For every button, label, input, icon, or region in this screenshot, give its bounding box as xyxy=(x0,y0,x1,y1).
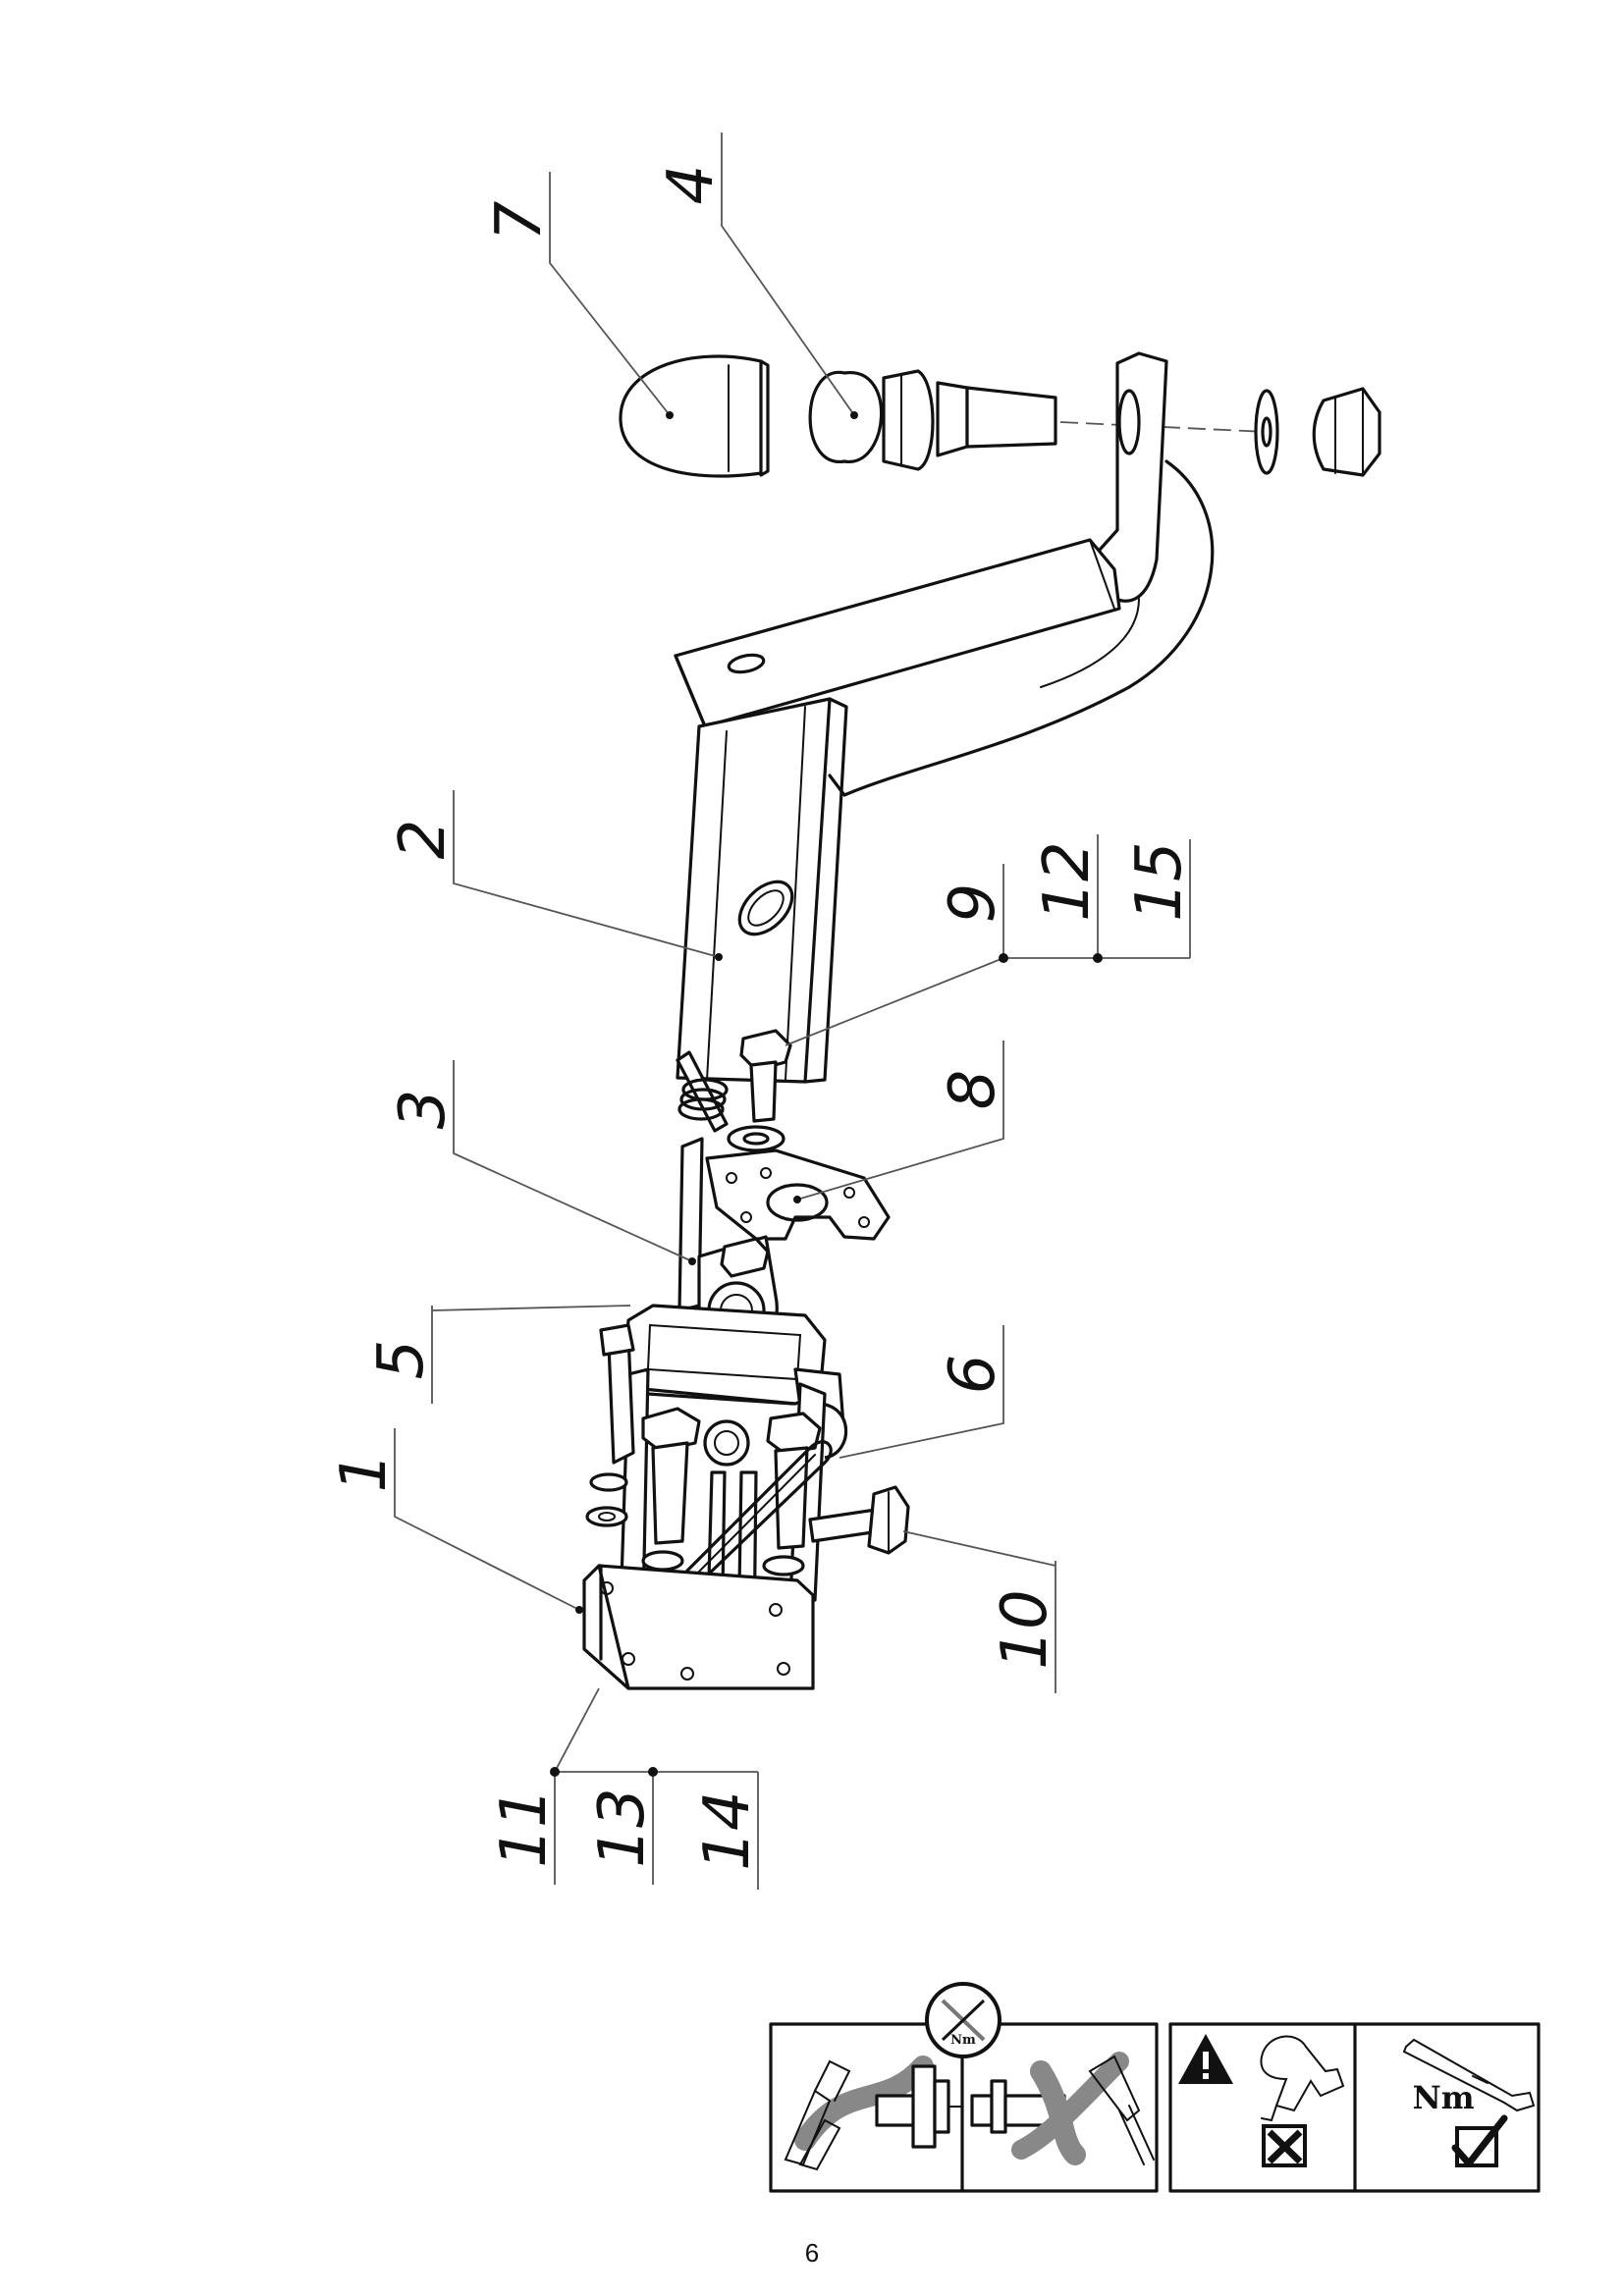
washer-nut-part xyxy=(1254,387,1381,477)
callout-4: 4 xyxy=(655,165,728,205)
side-bolt-part xyxy=(808,1485,910,1555)
callout-2: 2 xyxy=(387,820,460,860)
callout-3: 3 xyxy=(387,1090,460,1130)
ball-cover-part xyxy=(619,354,770,478)
torque-label: Nm xyxy=(1412,2079,1474,2116)
pictogram-box-torque-wrench: Nm xyxy=(1168,2022,1541,2193)
callout-15: 15 xyxy=(1123,841,1196,921)
callout-numbers: 7 4 2 9 12 15 8 3 5 6 1 10 11 13 14 xyxy=(328,165,1196,1871)
callout-7: 7 xyxy=(483,200,556,240)
torque-wrench-icon xyxy=(1402,2038,1536,2112)
drawbar-part xyxy=(674,351,1215,1084)
torque-symbol-small: Nm xyxy=(950,2033,976,2048)
callout-1: 1 xyxy=(328,1453,401,1493)
callout-13: 13 xyxy=(586,1788,659,1867)
bolt-9-part xyxy=(739,1029,792,1123)
callout-leaders xyxy=(394,133,1191,1890)
callout-6: 6 xyxy=(937,1355,1009,1395)
tow-ball-part xyxy=(808,369,1057,471)
callout-10: 10 xyxy=(989,1589,1061,1669)
impact-wrench-icon xyxy=(1260,2035,1345,2112)
callout-8: 8 xyxy=(937,1070,1009,1110)
mounting-bracket-part xyxy=(582,1304,848,1690)
page-number: 6 xyxy=(804,2238,820,2268)
pictogram-box-hand-tightening: Nm xyxy=(769,1982,1159,2193)
callout-11: 11 xyxy=(488,1788,561,1867)
callout-5: 5 xyxy=(365,1340,438,1380)
spring-pin-part xyxy=(676,1050,729,1133)
callout-14: 14 xyxy=(691,1790,764,1870)
socket-plate-part xyxy=(705,1125,891,1241)
callout-12: 12 xyxy=(1031,841,1104,921)
callout-9: 9 xyxy=(937,883,1009,924)
